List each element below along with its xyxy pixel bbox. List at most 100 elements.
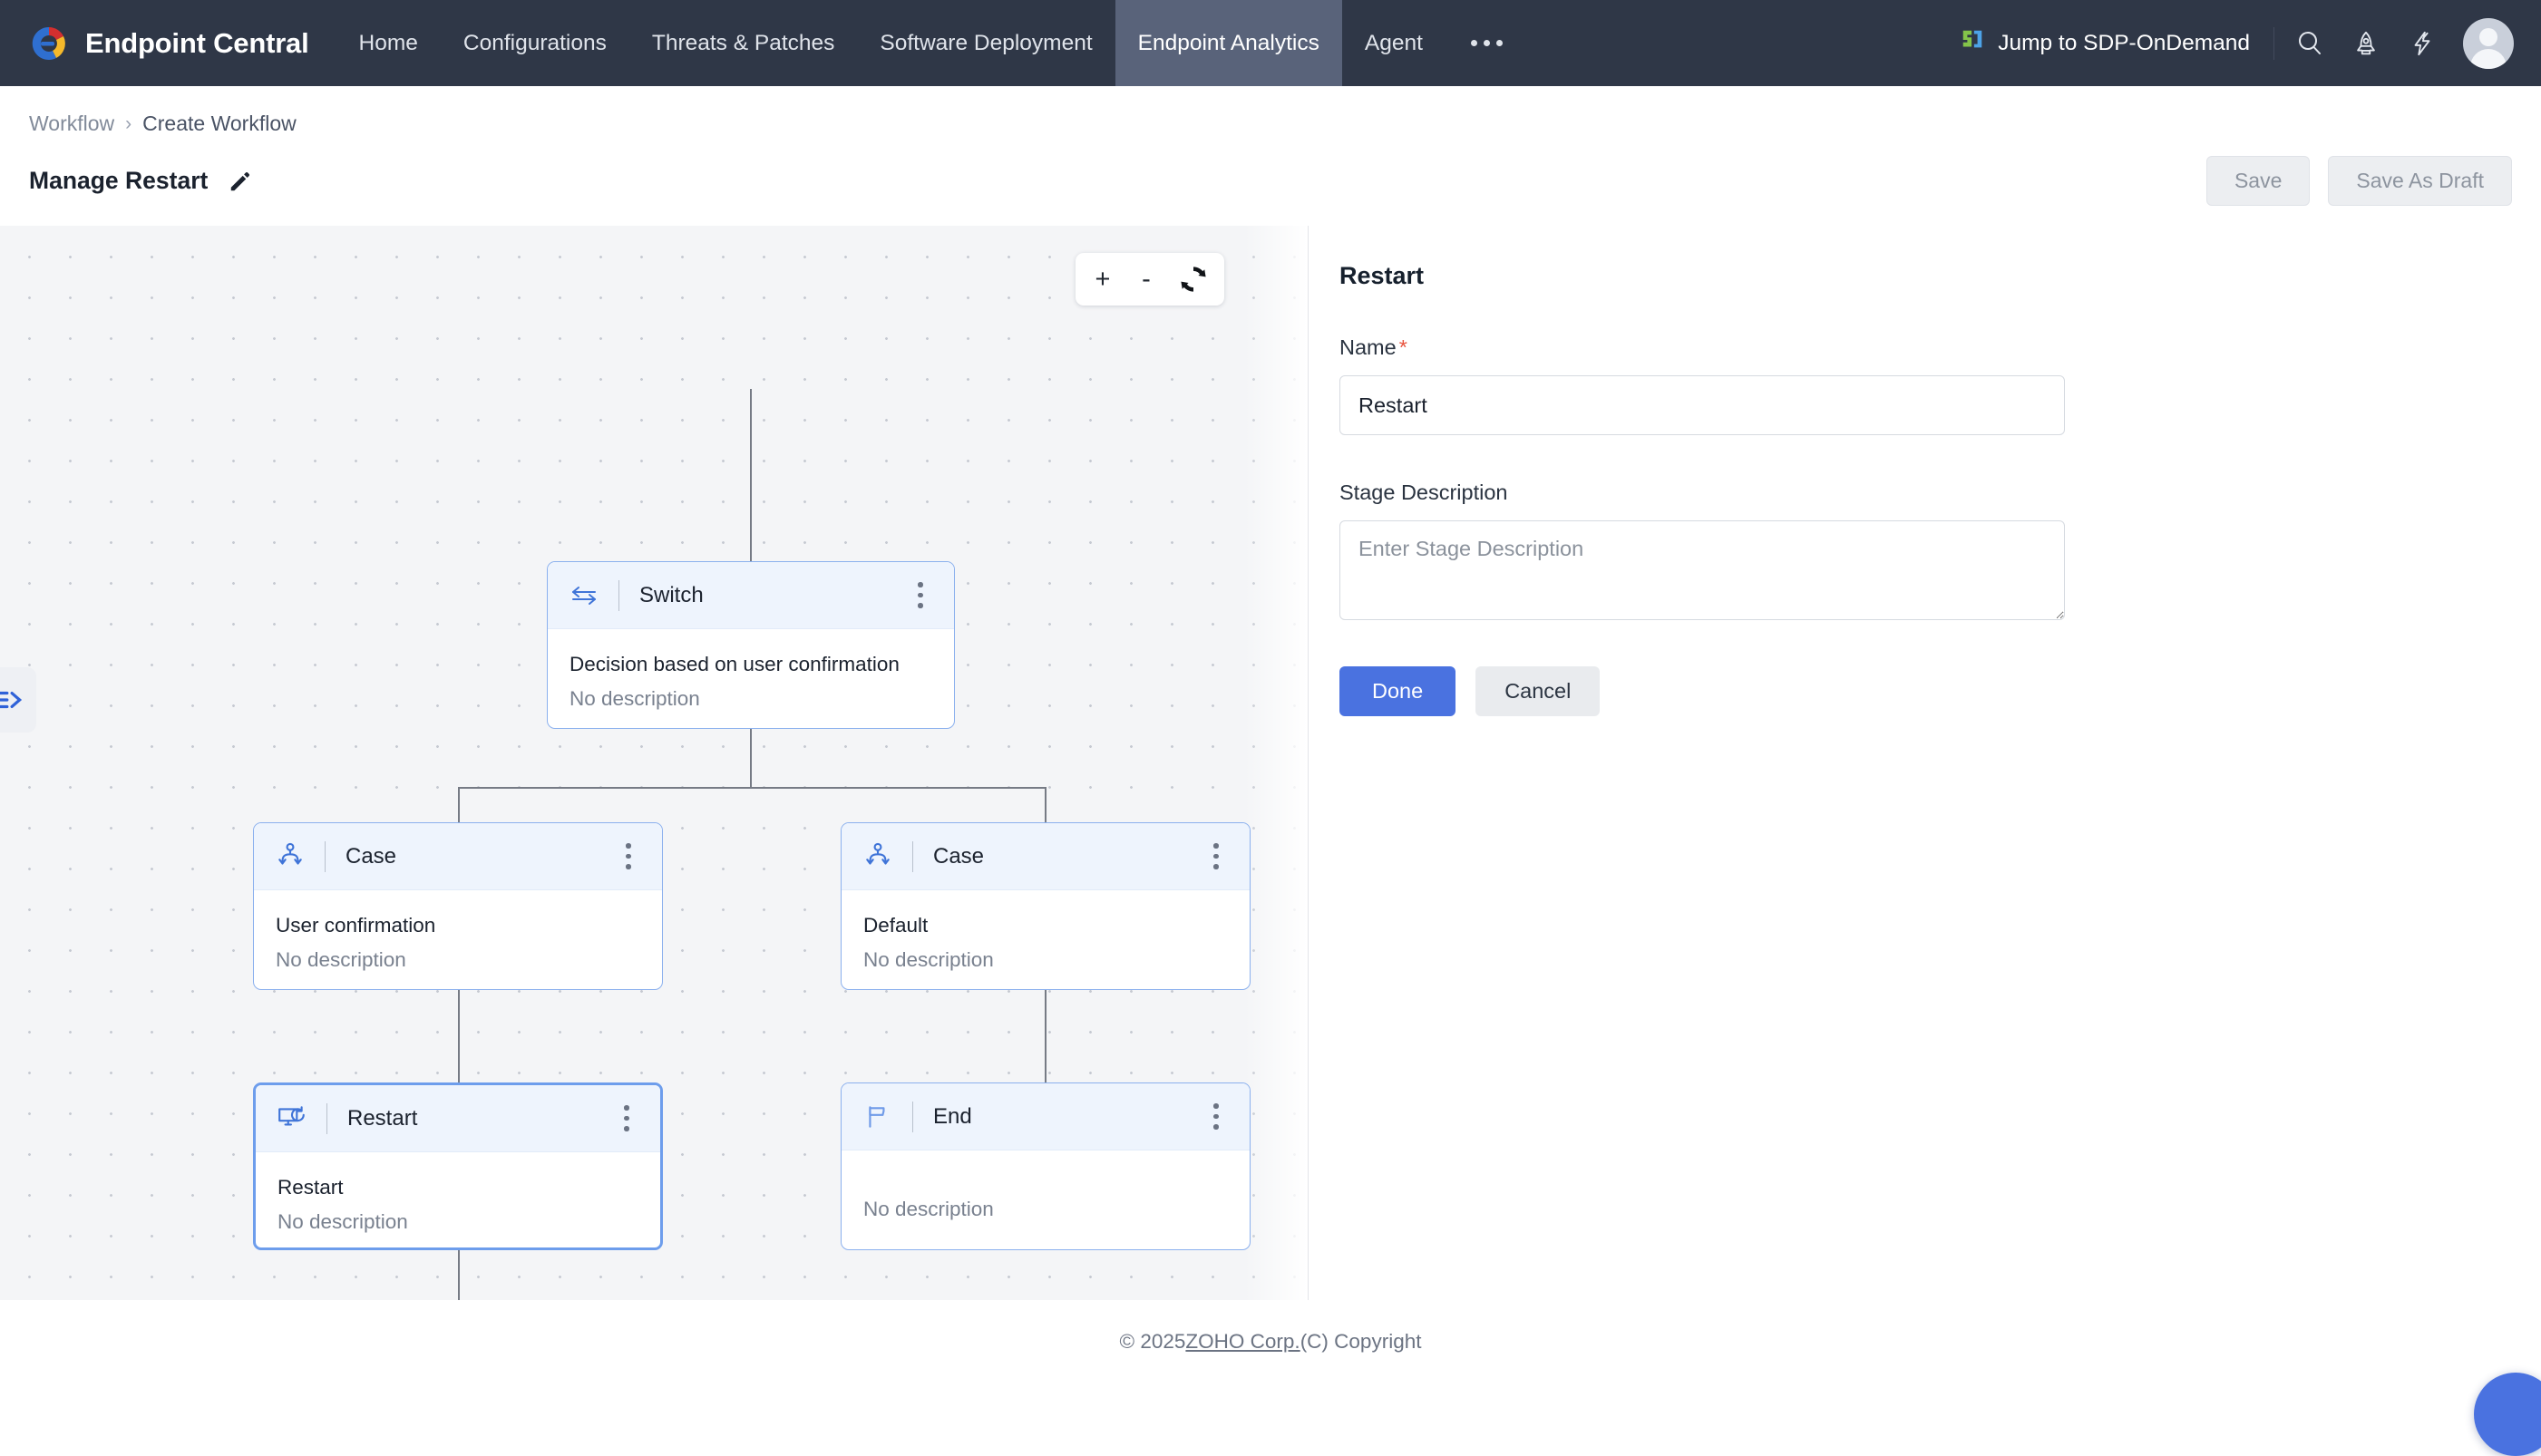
jump-to-sdp-ondemand-link[interactable]: Jump to SDP-OnDemand — [1960, 27, 2273, 59]
node-primary-text: Decision based on user confirmation — [570, 653, 932, 676]
title-actions: Save Save As Draft — [2206, 156, 2512, 206]
panel-title: Restart — [1339, 262, 2541, 290]
nav-item-software-deployment[interactable]: Software Deployment — [857, 0, 1115, 86]
node-type-label: Switch — [639, 583, 704, 608]
pencil-icon[interactable] — [228, 170, 251, 193]
node-header-divider — [325, 841, 326, 872]
top-navigation-bar: Endpoint Central Home Configurations Thr… — [0, 0, 2541, 86]
branch-icon — [862, 840, 894, 873]
switch-arrows-icon — [568, 579, 600, 612]
connector-restart-down — [458, 1250, 460, 1300]
endpoint-central-logo-icon — [29, 24, 69, 63]
monitor-restart-icon — [276, 1102, 308, 1135]
connector-switch-bottom — [750, 729, 752, 788]
node-header: Case — [842, 823, 1250, 890]
nav-item-agent[interactable]: Agent — [1342, 0, 1446, 86]
workflow-node-end-default[interactable]: End No description — [841, 1082, 1251, 1250]
breadcrumb-create-workflow: Create Workflow — [142, 112, 297, 136]
workflow-node-case-user-confirmation[interactable]: Case User confirmation No description — [253, 822, 663, 990]
workflow-canvas[interactable]: Switch Decision based on user confirmati… — [0, 226, 1309, 1300]
nav-item-home[interactable]: Home — [336, 0, 441, 86]
connector-case-right-down — [1045, 990, 1047, 1083]
node-menu-button[interactable] — [1201, 1097, 1232, 1137]
workflow-node-case-default[interactable]: Case Default No description — [841, 822, 1251, 990]
node-header-divider — [618, 580, 619, 611]
node-header-divider — [912, 841, 913, 872]
node-body: User confirmation No description — [254, 890, 662, 972]
save-button[interactable]: Save — [2206, 156, 2310, 206]
save-as-draft-button[interactable]: Save As Draft — [2328, 156, 2512, 206]
node-description: No description — [863, 948, 1228, 972]
node-description: No description — [863, 1198, 1228, 1221]
node-description: No description — [276, 948, 640, 972]
node-header: End — [842, 1083, 1250, 1150]
refresh-icon[interactable] — [1168, 257, 1219, 301]
name-input[interactable] — [1339, 375, 2065, 435]
node-body: Default No description — [842, 890, 1250, 972]
node-header: Switch — [548, 562, 954, 629]
node-description: No description — [570, 687, 932, 711]
node-header: Restart — [256, 1085, 660, 1152]
node-type-label: Case — [346, 844, 396, 869]
work-area: Switch Decision based on user confirmati… — [0, 226, 2541, 1300]
breadcrumb-separator-icon: › — [125, 113, 131, 135]
footer: © 2025 ZOHO Corp. (C) Copyright — [0, 1300, 2541, 1383]
cancel-button[interactable]: Cancel — [1475, 666, 1600, 716]
workflow-node-switch[interactable]: Switch Decision based on user confirmati… — [547, 561, 955, 729]
name-label-text: Name — [1339, 335, 1397, 359]
nav-item-threats-patches[interactable]: Threats & Patches — [629, 0, 858, 86]
node-menu-button[interactable] — [1201, 837, 1232, 877]
node-header-divider — [912, 1102, 913, 1132]
required-asterisk: * — [1399, 335, 1407, 359]
node-header: Case — [254, 823, 662, 890]
node-primary-text: User confirmation — [276, 914, 640, 937]
breadcrumb-workflow[interactable]: Workflow — [29, 112, 114, 136]
nav-more-button[interactable] — [1446, 0, 1528, 86]
header-actions: Jump to SDP-OnDemand — [1960, 0, 2541, 86]
connector-branch-right — [1045, 787, 1047, 823]
stage-details-panel: Restart Name* Stage Description Done Can… — [1309, 226, 2541, 1300]
zoho-corp-link[interactable]: ZOHO Corp. — [1185, 1330, 1300, 1354]
nav-item-endpoint-analytics[interactable]: Endpoint Analytics — [1115, 0, 1342, 86]
stage-description-label: Stage Description — [1339, 480, 2541, 505]
done-button[interactable]: Done — [1339, 666, 1455, 716]
node-type-label: End — [933, 1104, 972, 1130]
node-body: No description — [842, 1150, 1250, 1221]
connector-switch-down — [750, 389, 752, 563]
node-primary-text: Restart — [277, 1176, 638, 1199]
sdp-ondemand-icon — [1960, 27, 1985, 59]
node-type-label: Case — [933, 844, 984, 869]
workflow-node-restart[interactable]: Restart Restart No description — [253, 1082, 663, 1250]
flag-icon — [862, 1101, 894, 1133]
node-body: Restart No description — [256, 1152, 660, 1234]
connector-branch-horizontal — [458, 787, 1046, 789]
copyright-prefix: © 2025 — [1120, 1330, 1186, 1354]
rocket-icon[interactable] — [2338, 15, 2394, 72]
search-icon[interactable] — [2282, 15, 2338, 72]
user-avatar[interactable] — [2463, 18, 2514, 69]
copyright-suffix: (C) Copyright — [1300, 1330, 1422, 1354]
node-type-label: Restart — [347, 1106, 417, 1131]
panel-actions: Done Cancel — [1339, 666, 2541, 716]
zoom-in-button[interactable]: + — [1081, 257, 1124, 301]
branch-icon — [274, 840, 307, 873]
node-body: Decision based on user confirmation No d… — [548, 629, 954, 711]
lightning-bolt-icon[interactable] — [2394, 15, 2450, 72]
node-menu-button[interactable] — [905, 576, 936, 616]
jump-link-label: Jump to SDP-OnDemand — [1998, 31, 2250, 56]
expand-sidebar-icon[interactable] — [0, 667, 36, 733]
main-nav: Home Configurations Threats & Patches So… — [336, 0, 1528, 86]
name-field-label: Name* — [1339, 335, 2541, 360]
canvas-zoom-controls: + - — [1076, 253, 1224, 306]
breadcrumb: Workflow › Create Workflow — [0, 86, 2541, 136]
node-header-divider — [326, 1103, 327, 1134]
nav-item-configurations[interactable]: Configurations — [441, 0, 629, 86]
stage-description-input[interactable] — [1339, 520, 2065, 620]
zoom-out-button[interactable]: - — [1124, 257, 1168, 301]
node-menu-button[interactable] — [613, 837, 644, 877]
brand[interactable]: Endpoint Central — [0, 0, 336, 86]
node-menu-button[interactable] — [611, 1099, 642, 1139]
connector-case-left-down — [458, 990, 460, 1083]
chat-support-fab[interactable] — [2474, 1373, 2541, 1456]
node-description: No description — [277, 1210, 638, 1234]
